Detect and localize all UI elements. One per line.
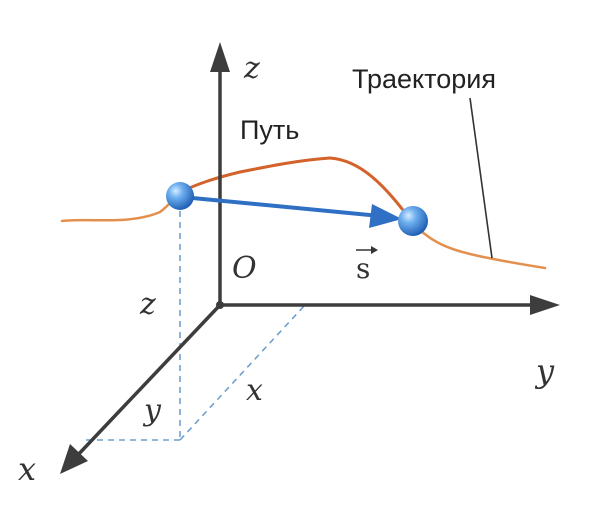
x-axis-label: x [18, 450, 36, 488]
z-axis-arrowhead [210, 42, 230, 72]
proj-y-label: y [142, 393, 162, 428]
end-ball [398, 206, 428, 236]
proj-z-label: z [139, 287, 156, 322]
displacement-arrowhead [369, 204, 402, 228]
z-axis-label: z [243, 51, 260, 86]
trajectory-curve [60, 156, 547, 270]
y-axis-arrowhead [530, 295, 560, 315]
displacement-vector [181, 195, 381, 218]
proj-x-label: x [246, 373, 263, 408]
x-axis [73, 303, 222, 460]
displacement-label: s [356, 252, 370, 285]
origin-label: O [232, 251, 257, 286]
path-label: Путь [240, 115, 299, 145]
start-ball [166, 182, 194, 210]
y-axis-label: y [534, 352, 555, 390]
origin-point [216, 301, 224, 309]
path-segment [178, 156, 414, 224]
s-vector-bar-head [371, 246, 378, 254]
trajectory-label: Траектория [352, 64, 496, 94]
projection-lines [82, 200, 306, 441]
trajectory-pointer [469, 97, 493, 259]
x-axis-arrowhead [60, 444, 88, 474]
